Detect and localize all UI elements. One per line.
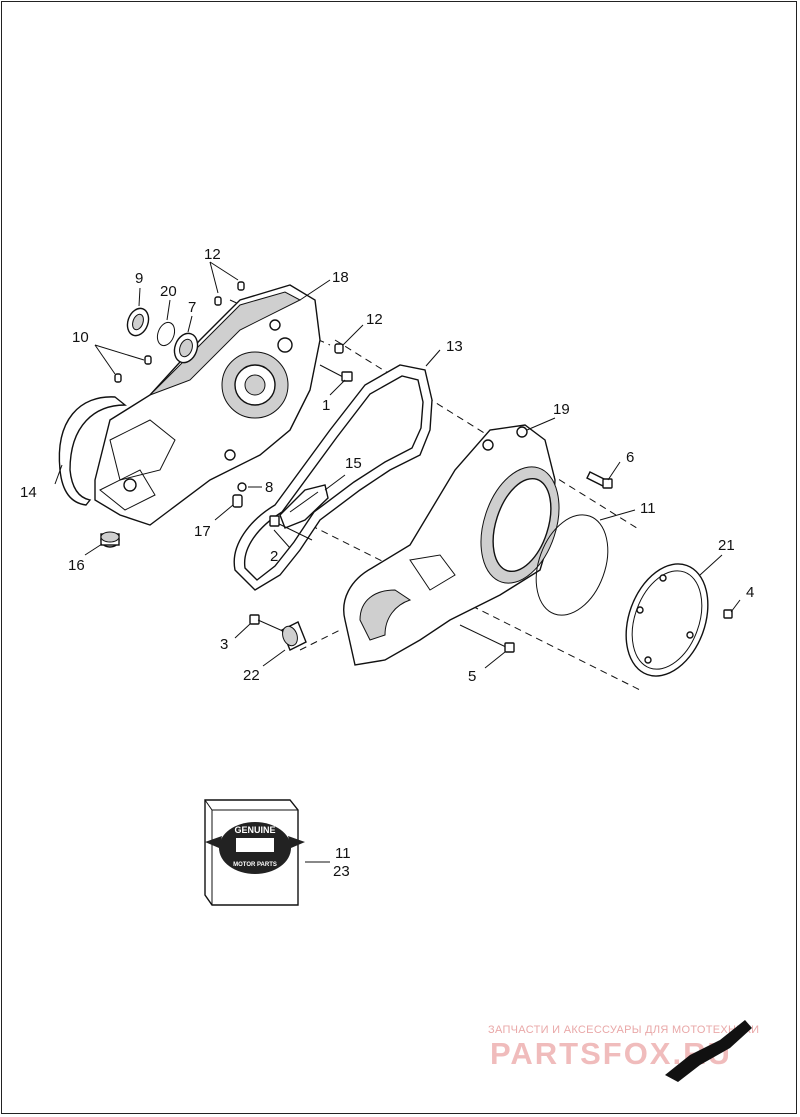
callout-19: 19 (553, 401, 570, 418)
kit-logo-line2: MOTOR PARTS (233, 862, 277, 868)
gasket-kit-box: GENUINE MOTOR PARTS (204, 799, 305, 906)
dowel-pins (114, 281, 344, 383)
callout-8: 8 (265, 479, 273, 496)
screw-part-6 (586, 471, 613, 489)
spacer-part-22 (281, 621, 307, 651)
callout-12: 12 (204, 246, 221, 263)
callout-20: 20 (160, 283, 177, 300)
inner-primary-housing-part-18 (94, 284, 321, 526)
callout-11-kit: 11 (335, 845, 351, 862)
callout-1: 1 (322, 397, 330, 414)
oil-seal-part-9 (126, 307, 150, 337)
outer-primary-cover-part-19 (343, 424, 560, 666)
callout-9: 9 (135, 270, 143, 287)
watermark-fox-logo (665, 1020, 752, 1082)
fitting-part-17 (232, 494, 243, 508)
derby-cover-part-21 (625, 563, 709, 677)
o-ring-part-11 (535, 514, 609, 616)
chain-tensioner-part-15 (279, 484, 329, 529)
retaining-ring-part-20 (156, 321, 176, 347)
callout-15: 15 (345, 455, 362, 472)
inner-gasket-part-14 (58, 396, 127, 506)
callout-18: 18 (332, 269, 349, 286)
watermark-tagline: ЗАПЧАСТИ И АКСЕССУАРЫ ДЛЯ МОТОТЕХНИКИ (488, 1024, 759, 1036)
leader-lines (54, 261, 741, 863)
screw-part-4 (723, 609, 733, 619)
callout-4: 4 (746, 584, 754, 601)
callout-numbers: 12 9 20 7 10 18 12 13 1 19 6 15 8 14 17 … (20, 246, 754, 880)
callout-23: 23 (333, 863, 350, 880)
callout-14: 14 (20, 484, 37, 501)
callout-10: 10 (72, 329, 89, 346)
callout-16: 16 (68, 557, 85, 574)
callout-21: 21 (718, 537, 735, 554)
bolt-part-5 (459, 624, 515, 653)
callout-12b: 12 (366, 311, 383, 328)
screw-part-1 (319, 364, 353, 382)
kit-logo-line1: GENUINE (234, 825, 275, 835)
callout-3: 3 (220, 636, 228, 653)
callout-11: 11 (640, 500, 656, 517)
callout-2: 2 (270, 548, 278, 565)
screw-part-2 (269, 515, 313, 541)
plug-part-8 (237, 482, 247, 492)
callout-5: 5 (468, 668, 476, 685)
callout-17: 17 (194, 523, 211, 540)
callout-13: 13 (446, 338, 463, 355)
callout-6: 6 (626, 449, 634, 466)
sleeve-part-16 (100, 531, 120, 548)
bearing-part-7 (173, 332, 199, 364)
callout-7: 7 (188, 299, 196, 316)
bolt-part-3 (249, 614, 286, 633)
callout-22: 22 (243, 667, 260, 684)
watermark: ЗАПЧАСТИ И АКСЕССУАРЫ ДЛЯ МОТОТЕХНИКИ PA… (488, 1020, 759, 1082)
